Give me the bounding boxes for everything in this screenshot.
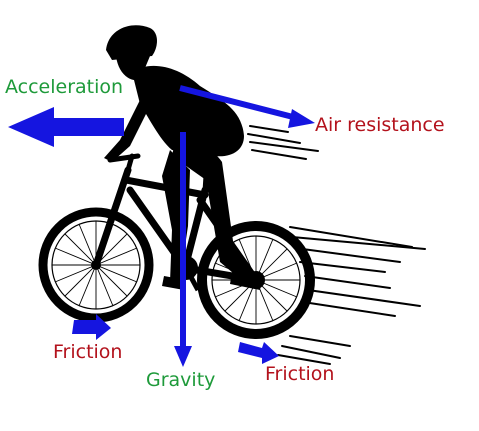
friction-front-label: Friction xyxy=(53,341,123,363)
speed-lines xyxy=(247,125,426,365)
air-resistance-label: Air resistance xyxy=(315,114,445,136)
acceleration-arrow-icon xyxy=(8,107,124,147)
acceleration-label: Acceleration xyxy=(5,76,124,98)
air-resistance-arrow-icon xyxy=(179,85,298,121)
friction-rear-arrow-icon xyxy=(238,342,279,364)
friction-rear-label: Friction xyxy=(265,363,335,385)
force-arrows xyxy=(8,85,315,367)
friction-front-arrow-icon xyxy=(72,314,111,340)
gravity-label: Gravity xyxy=(146,369,216,391)
